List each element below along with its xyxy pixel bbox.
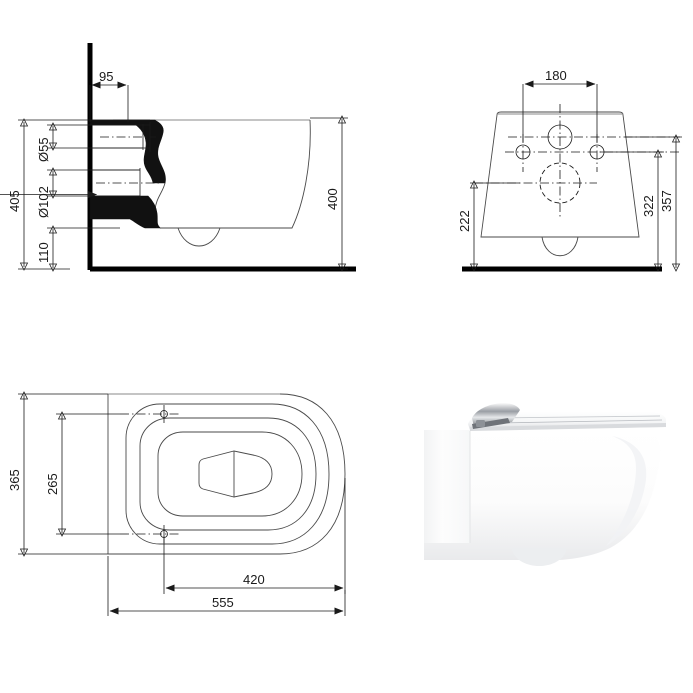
dimension-405-label: 405 bbox=[7, 190, 22, 212]
front-body-outline bbox=[480, 111, 640, 238]
dimension-322-label: 322 bbox=[641, 195, 656, 217]
plan-rim-inner-1 bbox=[125, 403, 330, 545]
view-front-elevation: 180 222 322 bbox=[457, 68, 682, 272]
dimension-357-label: 357 bbox=[659, 190, 674, 212]
dimension-95-label: 95 bbox=[99, 69, 113, 84]
dimension-405: 405 bbox=[0, 118, 150, 271]
dimension-95: 95 bbox=[89, 69, 129, 122]
dimension-322: 322 bbox=[600, 149, 664, 272]
front-underside-arc bbox=[541, 236, 579, 256]
photo-lid-seam bbox=[493, 415, 661, 419]
dimension-420: 420 bbox=[163, 478, 346, 594]
dimension-555: 555 bbox=[107, 556, 346, 616]
dimension-180: 180 bbox=[522, 68, 598, 142]
dimension-265-label: 265 bbox=[45, 473, 60, 495]
photo-wall-skirt bbox=[424, 430, 470, 543]
photo-bowl-underside bbox=[512, 548, 566, 567]
dimension-420-label: 420 bbox=[243, 572, 265, 587]
dimension-110-label: 110 bbox=[36, 242, 51, 263]
plan-bolt-lower bbox=[120, 525, 180, 543]
dimension-365: 365 bbox=[7, 391, 108, 557]
bowl-underside-arc bbox=[177, 227, 221, 247]
plan-bolt-upper bbox=[120, 405, 180, 423]
dimension-d55: Ø55 bbox=[36, 122, 143, 162]
plan-bowl-opening bbox=[157, 431, 303, 517]
dimension-555-label: 555 bbox=[212, 595, 234, 610]
dimension-400-label: 400 bbox=[325, 188, 340, 210]
dimension-265: 265 bbox=[45, 411, 120, 537]
dimension-222: 222 bbox=[457, 180, 520, 272]
dimension-180-label: 180 bbox=[545, 68, 567, 83]
dimension-110: 110 bbox=[36, 225, 120, 272]
photo-body bbox=[424, 430, 661, 561]
dimension-357: 357 bbox=[625, 134, 682, 272]
view-product-photo bbox=[424, 403, 666, 567]
dimension-400: 400 bbox=[310, 115, 348, 272]
plan-rim-inner-2 bbox=[139, 417, 317, 531]
view-side-section: 95 405 Ø55 bbox=[0, 43, 356, 272]
body-front-curve bbox=[160, 119, 311, 229]
photo-hinge-bolt bbox=[476, 420, 485, 427]
photo-seat-shadow bbox=[470, 423, 666, 431]
photo-seat-seam bbox=[497, 419, 663, 424]
dimension-d102: Ø102 bbox=[36, 167, 140, 218]
dimension-365-label: 365 bbox=[7, 469, 22, 491]
section-fill-upper bbox=[89, 119, 166, 184]
plan-drain-detail bbox=[198, 450, 273, 498]
dimension-d102-label: Ø102 bbox=[36, 186, 51, 218]
photo-body-shading bbox=[606, 436, 647, 546]
dimension-d55-label: Ø55 bbox=[36, 137, 51, 162]
section-fill-lower bbox=[89, 195, 161, 229]
dimension-222-label: 222 bbox=[457, 210, 472, 232]
plan-outer-rim bbox=[108, 393, 346, 555]
view-plan: 365 265 420 bbox=[7, 391, 346, 616]
